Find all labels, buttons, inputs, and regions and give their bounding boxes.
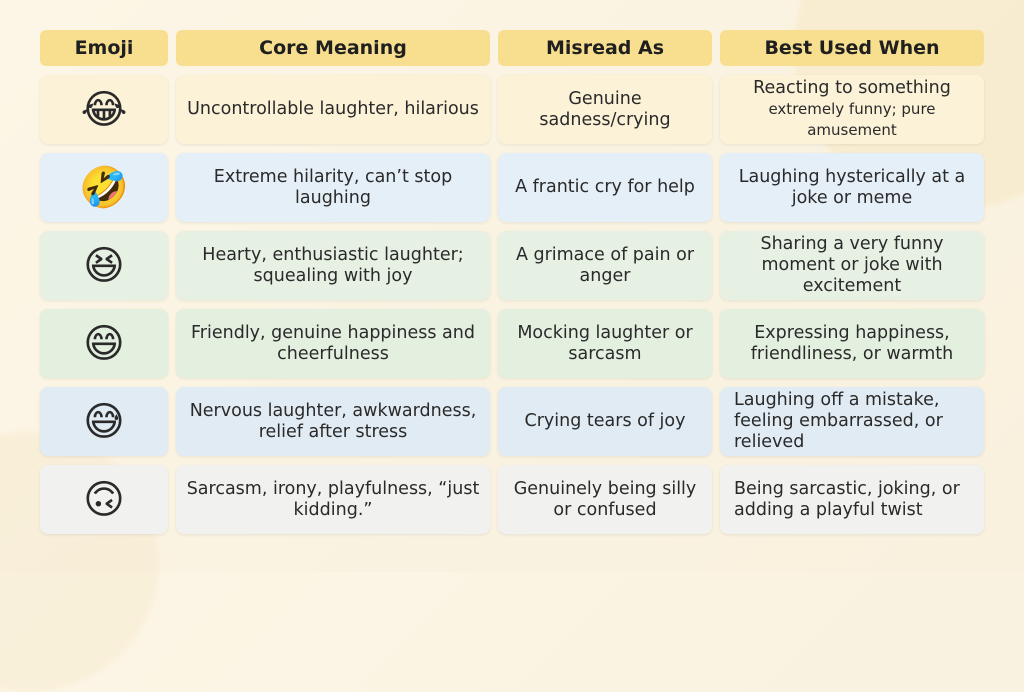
core-meaning-cell: Friendly, genuine happiness and cheerful…: [176, 309, 490, 378]
rolling-on-floor-laughing-icon: 🤣: [40, 153, 168, 222]
misread-as-cell: A frantic cry for help: [498, 153, 712, 222]
best-used-when-cell: Sharing a very funny moment or joke with…: [720, 231, 984, 300]
misread-as-cell: Genuine sadness/crying: [498, 75, 712, 144]
best-used-when-line: extremely funny; pure amusement: [768, 100, 936, 139]
face-with-tears-of-joy-icon: 😂: [40, 75, 168, 144]
core-meaning-cell: Extreme hilarity, can’t stop laughing: [176, 153, 490, 222]
best-used-when-line: Reacting to something: [753, 78, 951, 98]
best-used-when-cell: Laughing off a mistake, feeling embarras…: [720, 387, 984, 456]
header-misread-as: Misread As: [498, 30, 712, 66]
best-used-when-cell: Laughing hysterically at a joke or meme: [720, 153, 984, 222]
grinning-face-with-smiling-eyes-icon: 😄: [40, 309, 168, 378]
header-core-meaning: Core Meaning: [176, 30, 490, 66]
header-emoji: Emoji: [40, 30, 168, 66]
grinning-face-with-sweat-icon: 😅: [40, 387, 168, 456]
header-best-used-when: Best Used When: [720, 30, 984, 66]
upside-down-face-icon: 🙃: [40, 465, 168, 534]
misread-as-cell: Mocking laughter or sarcasm: [498, 309, 712, 378]
core-meaning-cell: Uncontrollable laughter, hilarious: [176, 75, 490, 144]
misread-as-cell: A grimace of pain or anger: [498, 231, 712, 300]
misread-as-cell: Genuinely being silly or confused: [498, 465, 712, 534]
misread-as-cell: Crying tears of joy: [498, 387, 712, 456]
best-used-when-cell: Reacting to something extremely funny; p…: [720, 75, 984, 144]
squinting-laughing-face-icon: 😆: [40, 231, 168, 300]
core-meaning-cell: Nervous laughter, awkwardness, relief af…: [176, 387, 490, 456]
core-meaning-cell: Sarcasm, irony, playfulness, “just kiddi…: [176, 465, 490, 534]
best-used-when-cell: Expressing happiness, friendliness, or w…: [720, 309, 984, 378]
best-used-when-cell: Being sarcastic, joking, or adding a pla…: [720, 465, 984, 534]
emoji-meaning-table: Emoji Core Meaning Misread As Best Used …: [40, 30, 984, 534]
core-meaning-cell: Hearty, enthusiastic laughter; squealing…: [176, 231, 490, 300]
